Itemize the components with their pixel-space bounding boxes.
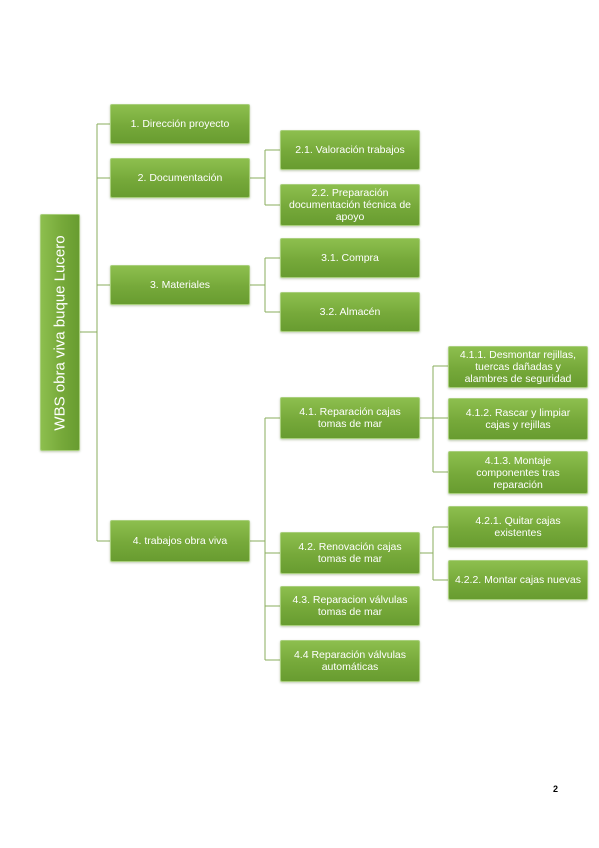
node-4-2-renovacion-cajas: 4.2. Renovación cajas tomas de mar — [280, 532, 420, 574]
node-2-documentacion: 2. Documentación — [110, 158, 250, 198]
page-number: 2 — [553, 784, 559, 794]
node-4-2-2-montar-cajas: 4.2.2. Montar cajas nuevas — [448, 560, 588, 600]
node-4-4-valvulas-automaticas: 4.4 Reparación válvulas automáticas — [280, 640, 420, 682]
node-3-1-compra: 3.1. Compra — [280, 238, 420, 278]
node-4-2-1-quitar-cajas: 4.2.1. Quitar cajas existentes — [448, 506, 588, 548]
node-4-1-3-montaje-componentes: 4.1.3. Montaje componentes tras reparaci… — [448, 451, 588, 494]
node-4-1-2-rascar-limpiar: 4.1.2. Rascar y limpiar cajas y rejillas — [448, 398, 588, 440]
node-2-2-preparacion-documentacion: 2.2. Preparación documentación técnica d… — [280, 184, 420, 226]
wbs-root-node: WBS obra viva buque Lucero — [40, 214, 80, 451]
node-4-1-reparacion-cajas: 4.1. Reparación cajas tomas de mar — [280, 397, 420, 439]
node-4-1-1-desmontar-rejillas: 4.1.1. Desmontar rejillas, tuercas dañad… — [448, 346, 588, 388]
node-4-trabajos-obra-viva: 4. trabajos obra viva — [110, 520, 250, 562]
node-3-2-almacen: 3.2. Almacén — [280, 292, 420, 332]
node-1-direccion-proyecto: 1. Dirección proyecto — [110, 104, 250, 144]
node-4-3-reparacion-valvulas: 4.3. Reparacion válvulas tomas de mar — [280, 586, 420, 626]
wbs-root-label: WBS obra viva buque Lucero — [51, 234, 69, 431]
node-2-1-valoracion-trabajos: 2.1. Valoración trabajos — [280, 130, 420, 170]
node-3-materiales: 3. Materiales — [110, 265, 250, 305]
